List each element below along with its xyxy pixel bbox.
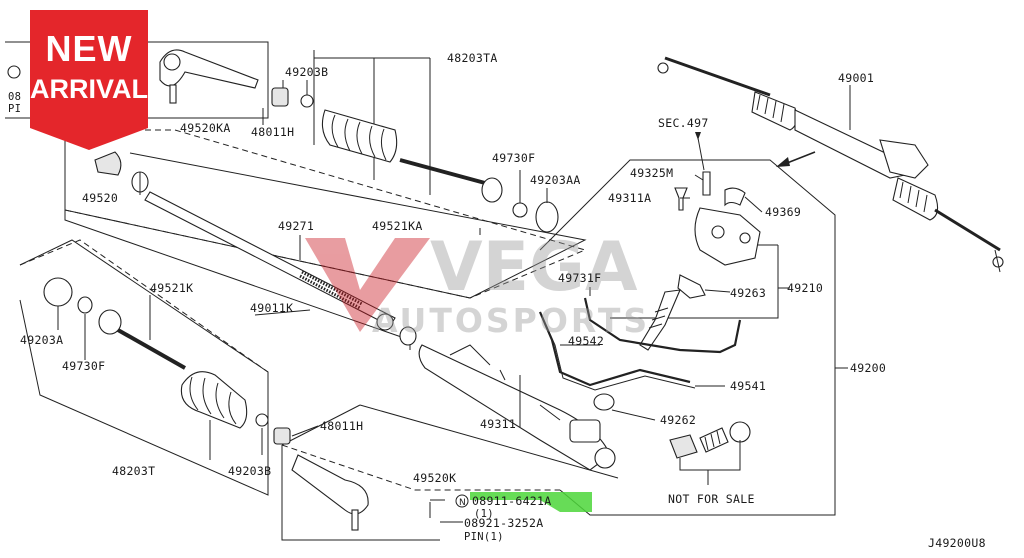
badge-ribbon-shape [30, 10, 148, 150]
highlight-bar [470, 492, 592, 512]
label-49520k: 49520K [413, 471, 456, 485]
inner-tie-rod-top [399, 158, 503, 203]
label-49730f-top: 49730F [492, 151, 535, 165]
label-49542: 49542 [568, 334, 604, 348]
not-for-sale-parts [669, 421, 751, 485]
label-48203t: 48203T [112, 464, 155, 478]
badge-line1: NEW [45, 28, 133, 69]
pinion-shaft [639, 289, 681, 351]
leader-lines [57, 80, 851, 523]
label-49001: 49001 [838, 71, 874, 85]
label-sec-497: SEC.497 [658, 116, 709, 130]
label-49521ka: 49521KA [372, 219, 423, 233]
label-49200: 49200 [850, 361, 886, 375]
assembly-frames [5, 41, 836, 541]
tie-rod-end-lower [291, 454, 369, 531]
badge-line2: ARRIVAL [30, 74, 148, 104]
watermark-v-mark [305, 238, 430, 332]
bushing-lower [273, 427, 291, 445]
label-pin-qty: PIN(1) [464, 531, 504, 543]
tie-rod-end-top [159, 49, 259, 104]
label-not-for-sale: NOT FOR SALE [668, 492, 755, 506]
label-48203ta: 48203TA [447, 51, 498, 65]
label-49203aa: 49203AA [530, 173, 581, 187]
ring-lower [77, 296, 93, 314]
ring-top [512, 202, 528, 218]
label-diagram-code: J49200U8 [928, 536, 986, 550]
label-tl-pin: PI [8, 103, 21, 115]
label-49520ka: 49520KA [180, 121, 231, 135]
sec-arrow [695, 132, 705, 171]
label-pin-part: 08921-3252A [464, 516, 543, 530]
label-tl-bolt: 08 [8, 91, 21, 103]
label-49263: 49263 [730, 286, 766, 300]
hydraulic-lines [538, 297, 742, 391]
label-48011h-top: 48011H [251, 125, 294, 139]
label-49210: 49210 [787, 281, 823, 295]
label-49262: 49262 [660, 413, 696, 427]
label-49731f: 49731F [558, 271, 601, 285]
inner-tie-rod-lower [98, 309, 186, 370]
bolt-49311a [674, 187, 688, 211]
clip-49369 [724, 187, 746, 207]
new-arrival-badge: NEW ARRIVAL [30, 10, 148, 150]
label-49730f: 49730F [62, 359, 105, 373]
label-49311: 49311 [480, 417, 516, 431]
boot-top [321, 109, 398, 163]
label-49369: 49369 [765, 205, 801, 219]
label-49520: 49520 [82, 191, 118, 205]
inset-tl [7, 65, 21, 79]
n-symbol-letter: N [459, 498, 466, 508]
rack-housing [418, 344, 616, 471]
rack-assembly-inset [657, 56, 1004, 273]
direction-arrow [776, 151, 816, 167]
label-49203b: 49203B [228, 464, 271, 478]
label-49325m: 49325M [630, 166, 673, 180]
part-labels: 48203TA 49203B 48011H 49520KA 49520 4927… [8, 51, 986, 550]
bushing-top [271, 87, 289, 107]
vega-watermark: VEGA AUTOSPORTS [305, 228, 650, 340]
watermark-line1: VEGA [430, 228, 638, 307]
boot-lower [180, 371, 248, 429]
label-bolt-qty: (1) [474, 508, 494, 520]
clip-lower [255, 413, 269, 427]
valve-body [677, 207, 761, 299]
watermark-line2: AUTOSPORTS [372, 301, 650, 340]
label-49521k: 49521K [150, 281, 193, 295]
clip-top [300, 94, 314, 108]
label-49311a: 49311A [608, 191, 651, 205]
clamp-lower [43, 277, 73, 307]
label-49541: 49541 [730, 379, 766, 393]
rack-rod [144, 191, 417, 346]
label-49203a: 49203A [20, 333, 63, 347]
o-ring-49262 [593, 393, 615, 411]
sensor-49325m [702, 171, 711, 196]
n-symbol-icon [455, 494, 469, 508]
label-49203b-top: 49203B [285, 65, 328, 79]
label-48011h: 48011H [320, 419, 363, 433]
part-graphics [7, 49, 1004, 531]
label-49271: 49271 [278, 219, 314, 233]
label-49011k: 49011K [250, 301, 293, 315]
label-bolt-part: 08911-6421A [472, 494, 551, 508]
